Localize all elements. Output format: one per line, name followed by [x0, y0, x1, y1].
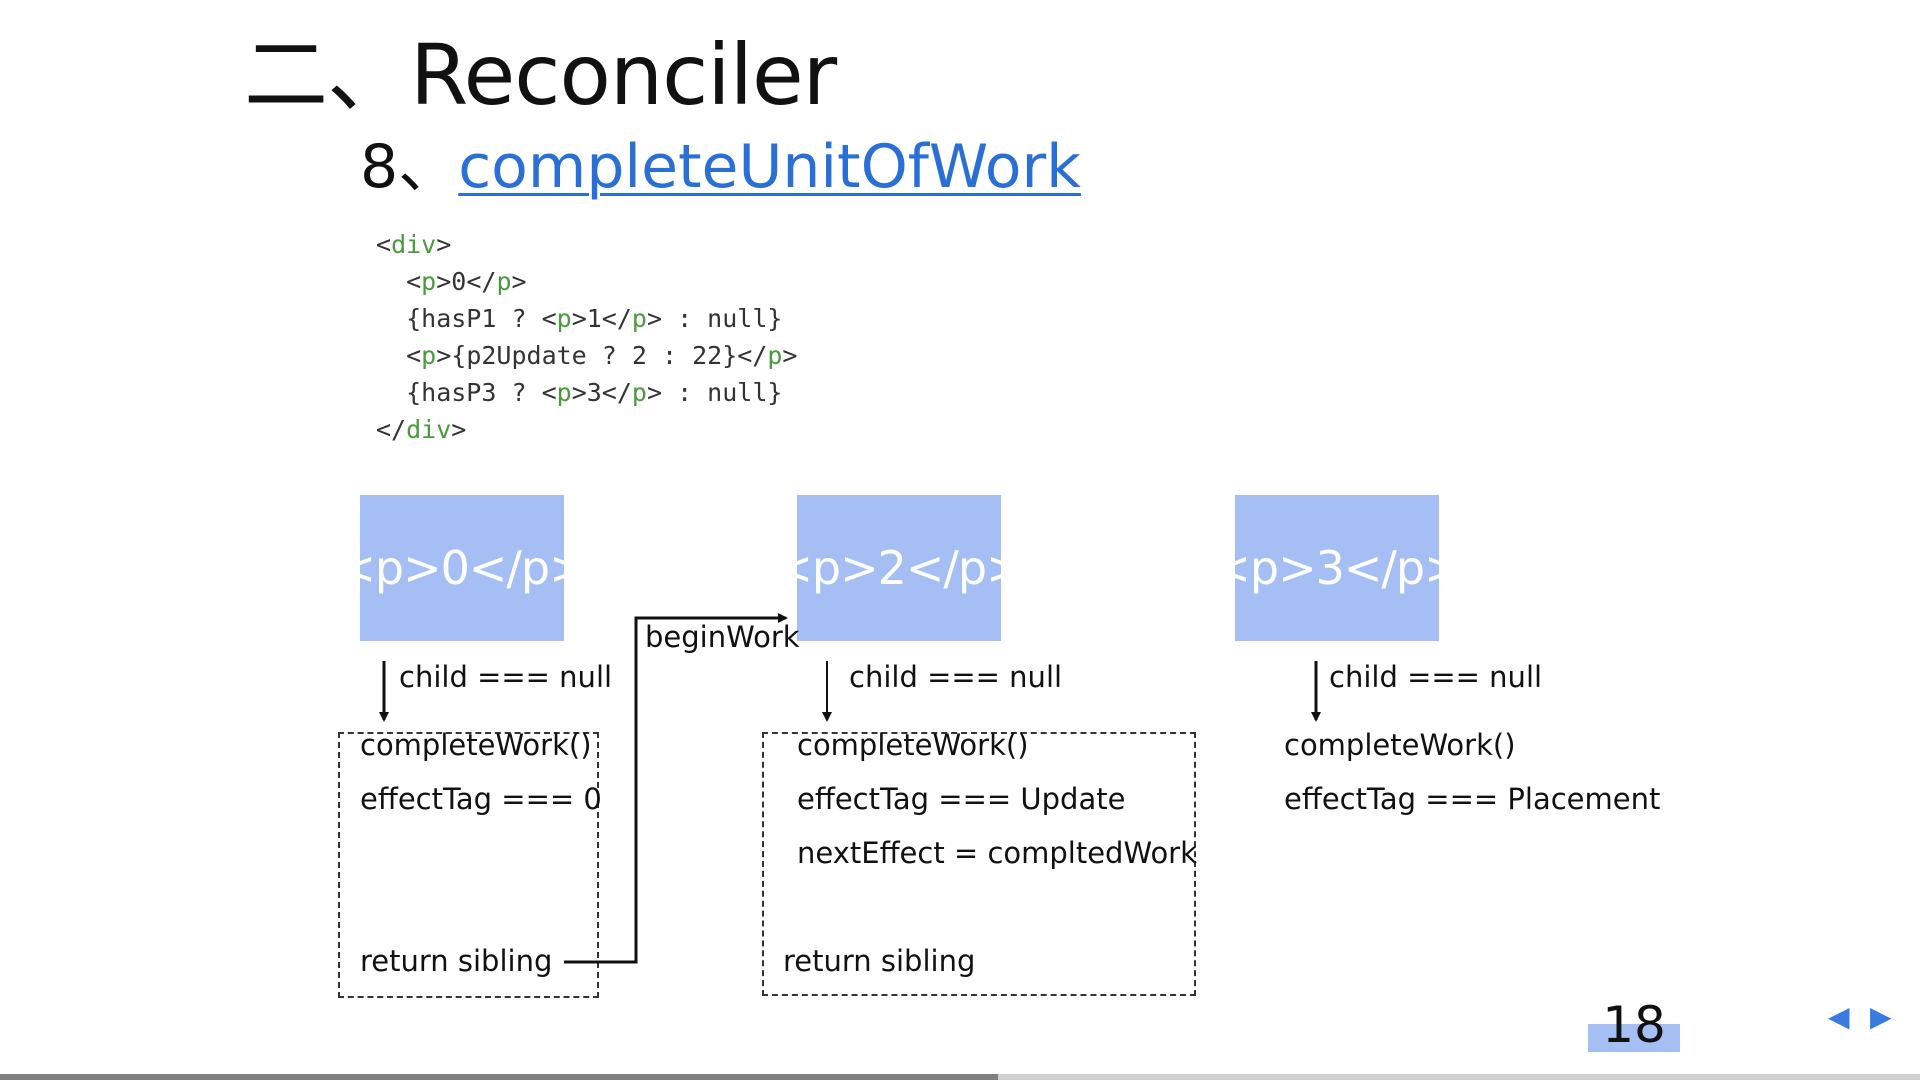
- code-block: <div> <p>0</p> {hasP1 ? <p>1</p> : null}…: [376, 226, 797, 448]
- child-null-label-3: child === null: [1329, 660, 1543, 694]
- complete-work-label-1: completeWork(): [360, 728, 592, 762]
- complete-work-label-2: completeWork(): [797, 728, 1029, 762]
- effect-tag-label-2: effectTag === Update: [797, 782, 1126, 816]
- prev-slide-icon[interactable]: ◀: [1828, 1000, 1850, 1033]
- page-number-highlight: [1588, 1024, 1680, 1052]
- code-line-4: <p>{p2Update ? 2 : 22}</p>: [376, 341, 798, 370]
- fiber-node-p3: <p>3</p>: [1212, 495, 1463, 641]
- return-sibling-label-1: return sibling: [360, 944, 553, 978]
- code-line-2: <p>0</p>: [376, 267, 527, 296]
- slide-title: 二、Reconciler: [244, 26, 837, 124]
- subtitle-prefix: 8、: [360, 132, 459, 202]
- complete-work-label-3: completeWork(): [1284, 728, 1516, 762]
- child-null-label-2: child === null: [849, 660, 1063, 694]
- child-null-label-1: child === null: [399, 660, 613, 694]
- page-number: 18: [1602, 996, 1666, 1054]
- begin-work-label: beginWork: [645, 620, 800, 654]
- effect-tag-label-1: effectTag === 0: [360, 782, 602, 816]
- next-slide-icon[interactable]: ▶: [1870, 1000, 1892, 1033]
- page-number-badge: 18: [1588, 996, 1680, 1054]
- complete-unit-of-work-link[interactable]: completeUnitOfWork: [458, 132, 1081, 202]
- code-line-5: {hasP3 ? <p>3</p> : null}: [376, 378, 783, 407]
- next-effect-label-2: nextEffect = compltedWork: [797, 836, 1197, 870]
- return-sibling-label-2: return sibling: [783, 944, 976, 978]
- progress-bar: [0, 1074, 1920, 1080]
- code-line-1: <div>: [376, 230, 452, 259]
- progress-bar-fill: [0, 1074, 999, 1080]
- fiber-node-p2: <p>2</p>: [774, 495, 1025, 641]
- code-line-3: {hasP1 ? <p>1</p> : null}: [376, 304, 783, 333]
- slide-subtitle: 8、completeUnitOfWork: [360, 118, 1081, 205]
- effect-tag-label-3: effectTag === Placement: [1284, 782, 1661, 816]
- code-line-6: </div>: [376, 415, 467, 444]
- fiber-node-p0: <p>0</p>: [337, 495, 588, 641]
